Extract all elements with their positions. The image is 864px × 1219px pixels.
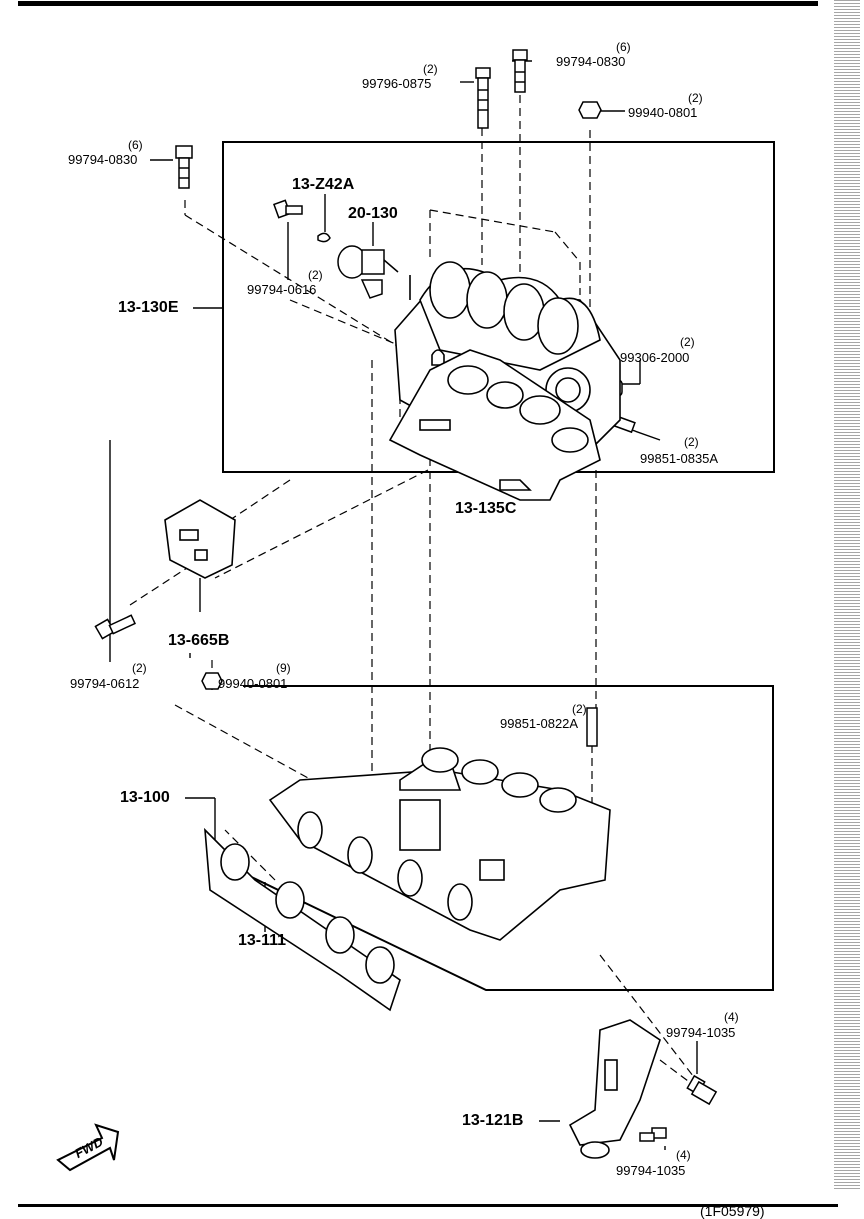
part-number-label: 99306-2000: [620, 350, 690, 365]
qty-label: (9): [276, 661, 291, 675]
bolt-99794-0616: [273, 199, 303, 219]
side-border-strip: [834, 0, 860, 1190]
part-callout-13-100: 13-100: [120, 789, 170, 806]
qty-label: (2): [308, 268, 323, 282]
qty-label: (6): [128, 138, 143, 152]
part-number-label: 99794-1035: [616, 1163, 686, 1178]
clip-13-Z42A: [317, 232, 331, 243]
nut-99940-0801-lower: [201, 672, 223, 690]
bolt-99794-0612: [94, 614, 136, 640]
part-callout-13-111: 13-111: [238, 932, 287, 949]
bolt-99796-0875: [475, 67, 491, 129]
part-number-label: 99940-0801: [628, 105, 698, 120]
bracket-13-121B: [568, 1019, 661, 1159]
stud-99851-0822A: [586, 707, 598, 747]
bolt-99794-0830-top: [512, 49, 528, 93]
nut-99940-0801-top: [578, 101, 602, 119]
diagram-code: (1F05979): [700, 1203, 765, 1219]
part-number-label: 99940-0801: [218, 676, 288, 691]
part-callout-20-130: 20-130: [348, 205, 398, 222]
part-number-label: 99794-0616: [247, 282, 317, 297]
qty-label: (2): [688, 91, 703, 105]
bottom-rule: [18, 1204, 838, 1207]
fwd-arrow-icon: [56, 1123, 120, 1172]
qty-label: (6): [616, 40, 631, 54]
gasket-13-135C: [388, 349, 601, 501]
part-callout-13-665B: 13-665B: [168, 632, 230, 649]
qty-label: (2): [572, 702, 587, 716]
part-number-label: 99794-0830: [68, 152, 138, 167]
actuator-20-130: [337, 245, 399, 299]
part-callout-13-135C: 13-135C: [455, 500, 517, 517]
gasket-13-111: [204, 827, 401, 1012]
part-number-label: 99794-1035: [666, 1025, 736, 1040]
part-number-label: 99794-0612: [70, 676, 140, 691]
part-number-label: 99851-0835A: [640, 451, 719, 466]
part-number-label: 99851-0822A: [500, 716, 579, 731]
qty-label: (4): [724, 1010, 739, 1024]
qty-label: (2): [423, 62, 438, 76]
lower-intake-manifold: [268, 747, 611, 941]
part-callout-13-130E: 13-130E: [118, 299, 179, 316]
bolt-99794-0830-left: [175, 145, 193, 189]
qty-label: (2): [684, 435, 699, 449]
part-callout-13-121B: 13-121B: [462, 1112, 524, 1129]
part-number-label: 99794-0830: [556, 54, 626, 69]
qty-label: (4): [676, 1148, 691, 1162]
part-number-label: 99796-0875: [362, 76, 432, 91]
bolt-99794-1035-lower: [639, 1127, 667, 1142]
qty-label: (2): [680, 335, 695, 349]
qty-label: (2): [132, 661, 147, 675]
top-rule: [18, 1, 818, 6]
bolt-99794-1035-upper: [686, 1074, 718, 1106]
part-callout-13-Z42A: 13-Z42A: [292, 176, 355, 193]
bracket-13-665B: [164, 499, 236, 579]
